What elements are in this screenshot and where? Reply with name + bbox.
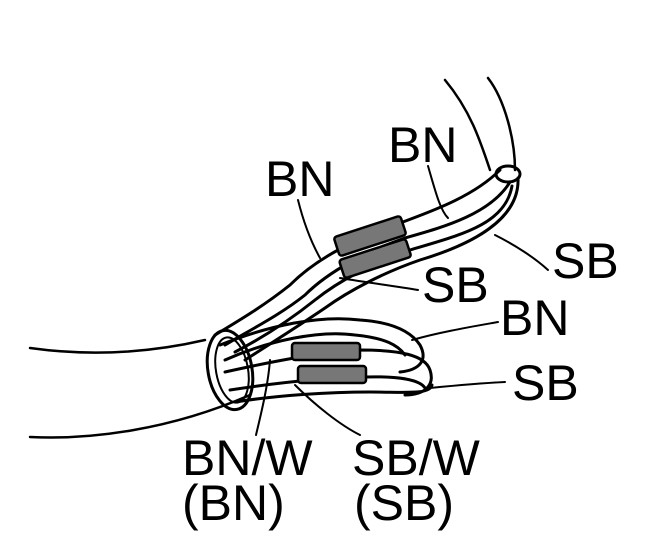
harness-outline-top bbox=[443, 78, 492, 172]
label-sb-paren: (SB) bbox=[354, 475, 454, 531]
lower-wire-middle bbox=[223, 348, 433, 397]
label-bn-top-right: BN bbox=[388, 117, 457, 173]
harness-outline-left-lower bbox=[28, 393, 252, 439]
leader-sb-lower-right bbox=[429, 381, 506, 389]
leader-bn-w bbox=[255, 359, 271, 436]
splice-sleeve-upper-bn bbox=[333, 215, 407, 257]
label-bn-w: BN/W bbox=[182, 430, 313, 486]
lower-wire-bottom-outer bbox=[233, 383, 434, 404]
harness-outline-left-upper bbox=[28, 338, 207, 354]
harness-outline-top-right bbox=[486, 76, 517, 172]
label-bn-paren: (BN) bbox=[182, 475, 285, 531]
label-bn-middle-right: BN bbox=[500, 290, 569, 346]
splice-sleeve-lower-bn bbox=[290, 341, 362, 362]
lower-wire-top-inner bbox=[223, 332, 407, 362]
label-sb-lower-right: SB bbox=[512, 355, 579, 411]
label-sb-middle: SB bbox=[422, 257, 489, 313]
upper-wire-sb-inner bbox=[243, 176, 520, 362]
leader-sb-middle bbox=[339, 277, 419, 291]
splice-sleeve-upper-sb bbox=[338, 238, 412, 279]
splice-sleeve-lower-sb bbox=[296, 364, 368, 385]
leader-sb-w bbox=[294, 384, 361, 436]
bundle-tip bbox=[494, 164, 522, 184]
leader-sb-upper-right bbox=[494, 234, 549, 271]
leader-bn-top-right bbox=[427, 165, 449, 219]
leader-bn-top-left bbox=[297, 199, 321, 259]
label-sb-upper-right: SB bbox=[552, 233, 619, 289]
label-bn-top-left: BN bbox=[265, 151, 334, 207]
label-sb-w: SB/W bbox=[352, 430, 481, 486]
leader-bn-middle-right bbox=[411, 321, 499, 341]
